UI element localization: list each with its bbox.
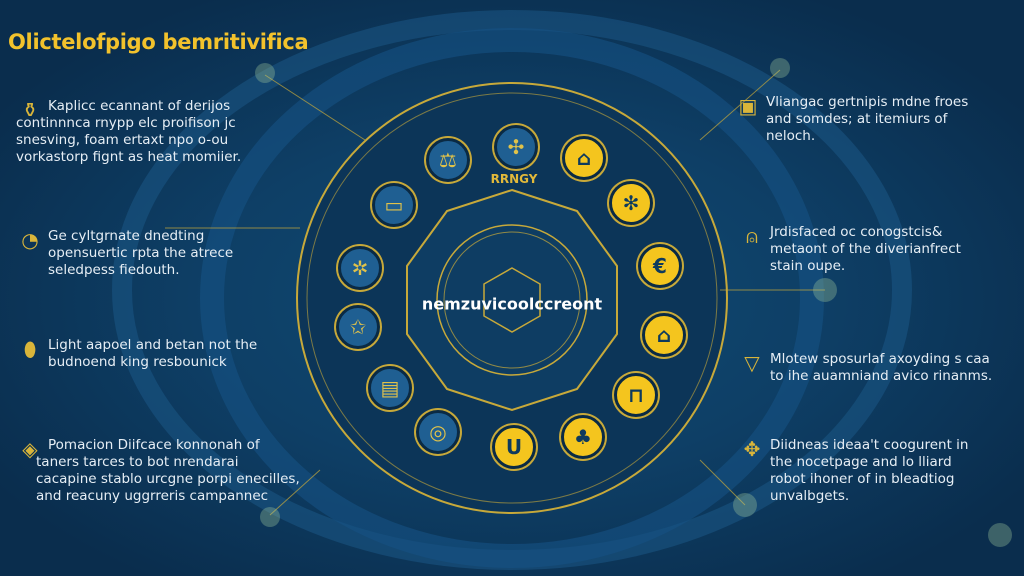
left-item-text: Light aapoel and betan not the budnoend … bbox=[48, 337, 258, 370]
right-item-text: Diidneas ideaa't coogurent in the nocetp… bbox=[770, 437, 969, 504]
gauge-icon: ◔ bbox=[21, 228, 39, 252]
lock-icon: ⍝ bbox=[746, 224, 758, 248]
left-item-2: ◔ Ge cyltgrnate dnedting opensuertic rpt… bbox=[18, 228, 233, 279]
left-item-text: Kaplicc ecannant of derijos continnnca r… bbox=[16, 98, 242, 165]
house-icon: ⌂ bbox=[562, 136, 606, 180]
right-item-3: ▽ Mlotew sposurlaf axoyding s caa to ihe… bbox=[740, 351, 992, 385]
euro-icon: € bbox=[638, 244, 682, 288]
network-icon: ✣ bbox=[494, 125, 538, 169]
right-item-text: Mlotew sposurlaf axoyding s caa to ihe a… bbox=[770, 351, 993, 384]
right-item-1: ▣ Vliangac gertnipis mdne froes and somd… bbox=[736, 94, 969, 145]
infographic-title: Olictelofpigo bemritivifica bbox=[8, 30, 309, 54]
lock-icon: ⊓ bbox=[614, 373, 658, 417]
molecule-icon: ✲ bbox=[338, 246, 382, 290]
card-icon: ▭ bbox=[372, 183, 416, 227]
diamond-icon: ◈ bbox=[22, 437, 38, 461]
right-item-4: ✥ Diidneas ideaa't coogurent in the noce… bbox=[740, 437, 969, 505]
globe-icon: ◎ bbox=[416, 410, 460, 454]
magnet-icon: U bbox=[492, 425, 536, 469]
document-icon: ▣ bbox=[738, 94, 758, 118]
bank-icon: ⌂ bbox=[642, 313, 686, 357]
capsule-icon: ⬮ bbox=[23, 337, 37, 361]
left-item-text: Pomacion Diifcace konnonah of taners tar… bbox=[36, 437, 300, 504]
tree-icon: ✻ bbox=[609, 181, 653, 225]
center-label: nemzuvicoolccreont bbox=[421, 294, 603, 314]
star-icon: ✩ bbox=[336, 305, 380, 349]
left-item-3: ⬮ Light aapoel and betan not the budnoen… bbox=[18, 337, 258, 371]
puzzle-icon: ✥ bbox=[743, 437, 761, 461]
server-icon: ▤ bbox=[368, 366, 412, 410]
scale-icon: ⚖ bbox=[426, 138, 470, 182]
left-item-1: ⚱ Kaplicc ecannant of derijos continnnca… bbox=[16, 98, 242, 166]
shield-face-icon: ▽ bbox=[744, 351, 760, 375]
left-item-text: Ge cyltgrnate dnedting opensuertic rpta … bbox=[48, 228, 234, 278]
flask-icon: ⚱ bbox=[21, 98, 39, 122]
right-item-text: Jrdisfaced oc conogstcis& metaont of the… bbox=[770, 224, 961, 274]
right-item-2: ⍝ Jrdisfaced oc conogstcis& metaont of t… bbox=[740, 224, 961, 275]
person-icon: ♣ bbox=[561, 415, 605, 459]
ring-label: RRNGY bbox=[490, 172, 538, 186]
left-item-4: ◈ Pomacion Diifcace konnonah of taners t… bbox=[18, 437, 300, 505]
right-item-text: Vliangac gertnipis mdne froes and somdes… bbox=[766, 94, 969, 144]
